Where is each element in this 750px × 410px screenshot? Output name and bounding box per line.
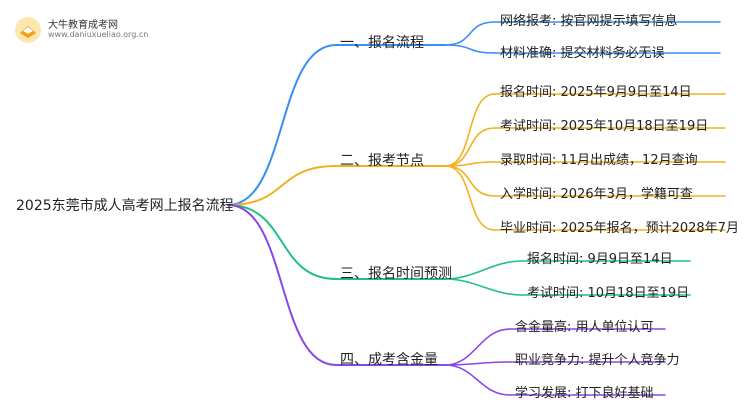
leaf-3-1: 报名时间: 9月9日至14日 [527, 252, 673, 267]
logo-url: www.daniuxueliao.org.cn [48, 30, 149, 39]
book-logo-icon [15, 17, 41, 43]
branch-label-1: 一、报名流程 [340, 35, 424, 51]
branch-2-to-leaf-2-line [444, 127, 496, 167]
root-to-branch-1-line [227, 44, 337, 206]
leaf-4-1: 含金量高: 用人单位认可 [515, 320, 654, 335]
root-topic: 2025东莞市成人高考网上报名流程 [16, 198, 234, 214]
leaf-2-1: 报名时间: 2025年9月9日至14日 [500, 85, 692, 100]
leaf-2-3: 录取时间: 11月出成绩，12月查询 [500, 153, 698, 168]
leaf-3-2: 考试时间: 10月18日至19日 [527, 286, 690, 301]
branch-3-to-leaf-1-line [444, 260, 523, 280]
branch-label-4: 四、成考含金量 [340, 352, 438, 368]
logo: 大牛教育成考网 www.daniuxueliao.org.cn [14, 16, 174, 50]
root-to-branch-2-line [227, 165, 337, 206]
branch-2-to-leaf-4-line [444, 165, 496, 197]
leaf-2-5: 毕业时间: 2025年报名，预计2028年7月 [500, 221, 739, 236]
branch-2-to-leaf-3-line [444, 161, 496, 167]
leaf-2-2: 考试时间: 2025年10月18日至19日 [500, 119, 709, 134]
leaf-4-2: 职业竞争力: 提升个人竞争力 [515, 353, 680, 368]
root-to-branch-3-line [227, 204, 337, 280]
branch-label-3: 三、报名时间预测 [340, 266, 452, 282]
root-to-branch-4-line [227, 204, 337, 366]
branch-4-to-leaf-1-line [444, 328, 511, 366]
branch-label-2: 二、报考节点 [340, 153, 424, 169]
branch-4-to-leaf-3-line [444, 364, 511, 396]
branch-2-to-leaf-1-line [444, 93, 496, 167]
leaf-1-1: 网络报考: 按官网提示填写信息 [500, 14, 678, 29]
branch-3-to-leaf-2-line [444, 278, 523, 296]
branch-1-to-leaf-1-line [444, 21, 496, 46]
branch-2-to-leaf-5-line [444, 165, 496, 231]
leaf-1-2: 材料准确: 提交材料务必无误 [500, 46, 665, 61]
logo-name: 大牛教育成考网 [48, 20, 118, 31]
branch-1-to-leaf-2-line [444, 44, 496, 54]
leaf-2-4: 入学时间: 2026年3月，学籍可查 [500, 187, 693, 202]
leaf-4-3: 学习发展: 打下良好基础 [515, 386, 654, 401]
